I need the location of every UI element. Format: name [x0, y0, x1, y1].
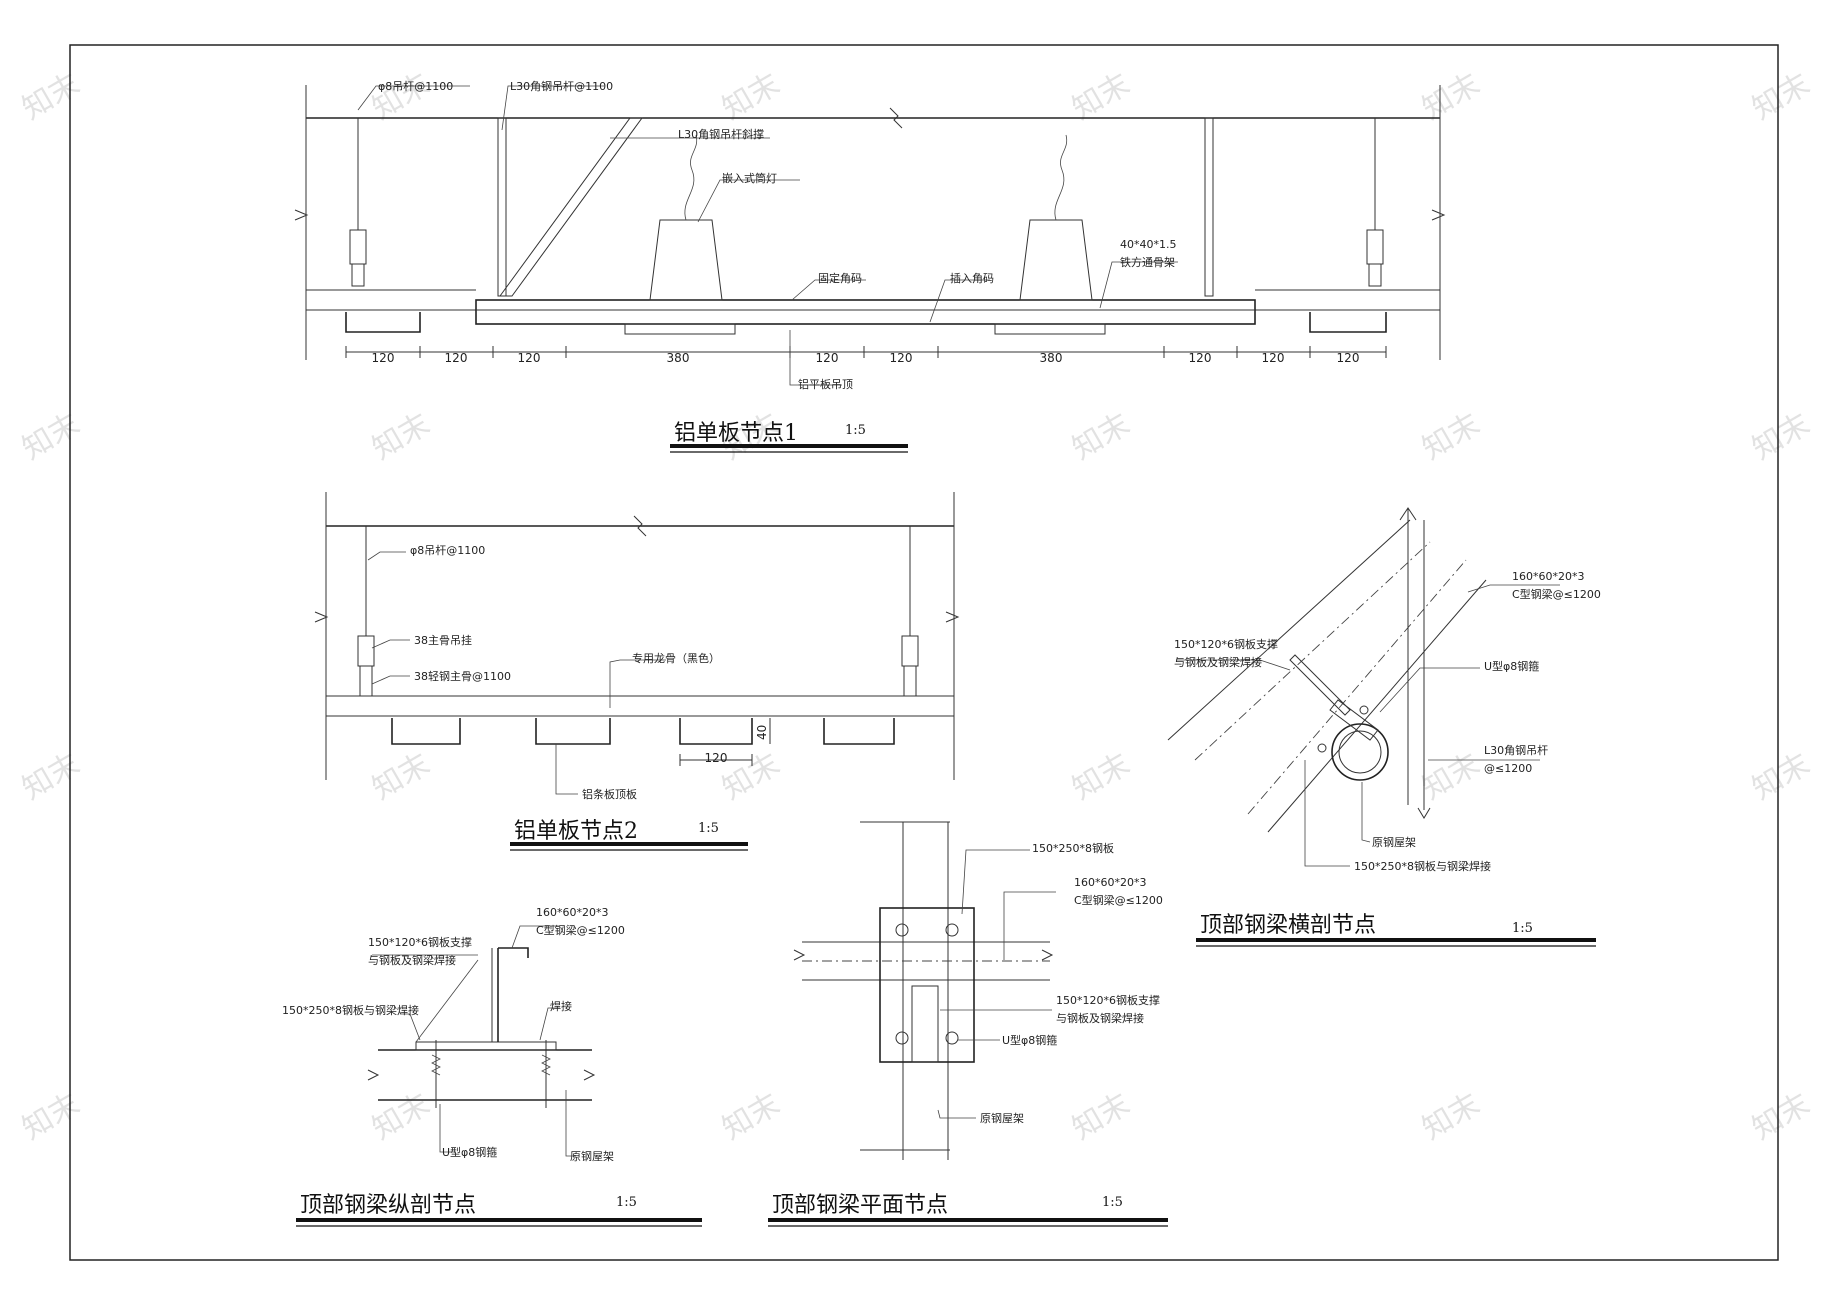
- label-brace: L30角钢吊杆斜撑: [678, 127, 764, 141]
- dim-label: 40: [755, 725, 769, 740]
- watermark: 知末: [17, 407, 86, 467]
- label-support-2: 与钢板及钢梁焊接: [1056, 1011, 1144, 1025]
- label-main-hanger: 38主骨吊挂: [414, 633, 472, 647]
- watermark: 知末: [1067, 747, 1136, 807]
- label-angle-spacing: @≤1200: [1484, 762, 1532, 775]
- label-plate: 150*250*8钢板与钢梁焊接: [282, 1003, 419, 1017]
- label-cbeam: C型钢梁@≤1200: [1074, 893, 1163, 907]
- label-truss: 原钢屋架: [980, 1112, 1024, 1125]
- detail-4: 160*60*20*3 C型钢梁@≤1200 150*120*6钢板支撑 与钢板…: [282, 906, 702, 1227]
- dim-label: 120: [816, 351, 839, 365]
- detail-title: 顶部钢梁横剖节点: [1200, 913, 1376, 938]
- watermark: 知末: [1417, 407, 1486, 467]
- watermark: 知末: [1747, 67, 1816, 127]
- watermark: 知末: [717, 1087, 786, 1147]
- detail-title: 顶部钢梁平面节点: [772, 1193, 948, 1218]
- detail-1: 120 120 120 380 120 120 380 120 120 120 …: [294, 79, 1446, 453]
- watermark: 知末: [367, 747, 436, 807]
- dim-label: 380: [1040, 351, 1063, 365]
- label-support-1: 150*120*6钢板支撑: [1056, 993, 1160, 1007]
- label-support-1: 150*120*6钢板支撑: [1174, 637, 1278, 651]
- detail-title: 顶部钢梁纵剖节点: [300, 1193, 476, 1218]
- label-cbeam-size: 160*60*20*3: [1074, 876, 1147, 889]
- detail-5: 150*250*8钢板 160*60*20*3 C型钢梁@≤1200 150*1…: [768, 821, 1168, 1227]
- watermark: 知末: [1747, 407, 1816, 467]
- drawing-border: [69, 44, 1779, 1261]
- label-frame: 铁方通骨架: [1120, 255, 1175, 269]
- label-rod: φ8吊杆@1100: [378, 79, 453, 93]
- detail-title: 铝单板节点1: [674, 421, 798, 446]
- label-ubolt: U型φ8钢箍: [1002, 1033, 1057, 1047]
- detail-scale: 1:5: [616, 1195, 637, 1210]
- label-special-keel: 专用龙骨（黑色）: [632, 651, 720, 665]
- label-strip: 铝条板顶板: [582, 787, 637, 801]
- label-downlight: 嵌入式筒灯: [722, 171, 777, 185]
- watermark: 知末: [1747, 747, 1816, 807]
- dim-label: 120: [445, 351, 468, 365]
- detail-scale: 1:5: [1102, 1195, 1123, 1210]
- watermark-layer: 知末 知末 知末 知末 知末 知末 知末 知末 知末 知末 知末 知末 知末 知…: [17, 67, 1816, 1147]
- detail-scale: 1:5: [1512, 921, 1533, 936]
- label-weld: 焊接: [550, 999, 572, 1013]
- watermark: 知末: [367, 1087, 436, 1147]
- detail-2: 120 40 φ8吊杆@1100 38主骨吊挂 38轻钢主骨@1100 专用龙骨…: [314, 492, 960, 851]
- label-plate: 150*250*8钢板: [1032, 841, 1114, 855]
- watermark: 知末: [1417, 747, 1486, 807]
- label-insert-bracket: 插入角码: [950, 271, 994, 285]
- dim-label: 120: [518, 351, 541, 365]
- label-cbeam-size: 160*60*20*3: [1512, 570, 1585, 583]
- label-ubolt: U型φ8钢箍: [1484, 659, 1539, 673]
- watermark: 知末: [17, 747, 86, 807]
- label-angle-rod: L30角钢吊杆@1100: [510, 79, 613, 93]
- label-rod: φ8吊杆@1100: [410, 543, 485, 557]
- label-plate: 150*250*8钢板与钢梁焊接: [1354, 859, 1491, 873]
- dim-label: 380: [667, 351, 690, 365]
- label-frame-size: 40*40*1.5: [1120, 238, 1177, 251]
- label-cbeam: C型钢梁@≤1200: [1512, 587, 1601, 601]
- label-support-1: 150*120*6钢板支撑: [368, 935, 472, 949]
- watermark: 知末: [17, 67, 86, 127]
- label-main-keel: 38轻钢主骨@1100: [414, 669, 511, 683]
- detail-title: 铝单板节点2: [514, 819, 638, 844]
- detail-scale: 1:5: [698, 821, 719, 836]
- label-ceiling: 铝平板吊顶: [798, 377, 853, 391]
- dim-label: 120: [372, 351, 395, 365]
- watermark: 知末: [1417, 1087, 1486, 1147]
- dim-label: 120: [890, 351, 913, 365]
- label-fixed-bracket: 固定角码: [818, 271, 862, 285]
- detail-3: 160*60*20*3 C型钢梁@≤1200 150*120*6钢板支撑 与钢板…: [1167, 507, 1601, 947]
- dim-label: 120: [1262, 351, 1285, 365]
- label-support-2: 与钢板及钢梁焊接: [1174, 655, 1262, 669]
- watermark: 知末: [17, 1087, 86, 1147]
- watermark: 知末: [367, 407, 436, 467]
- label-truss: 原钢屋架: [1372, 836, 1416, 849]
- watermark: 知末: [1067, 1087, 1136, 1147]
- label-cbeam: C型钢梁@≤1200: [536, 923, 625, 937]
- label-ubolt: U型φ8钢箍: [442, 1145, 497, 1159]
- dim-label: 120: [1337, 351, 1360, 365]
- dim-label: 120: [705, 751, 728, 765]
- watermark: 知末: [1067, 407, 1136, 467]
- label-angle-size: L30角钢吊杆: [1484, 743, 1548, 757]
- label-cbeam-size: 160*60*20*3: [536, 906, 609, 919]
- dim-label: 120: [1189, 351, 1212, 365]
- watermark: 知末: [1747, 1087, 1816, 1147]
- label-truss: 原钢屋架: [570, 1150, 614, 1163]
- label-support-2: 与钢板及钢梁焊接: [368, 953, 456, 967]
- detail-scale: 1:5: [845, 423, 866, 438]
